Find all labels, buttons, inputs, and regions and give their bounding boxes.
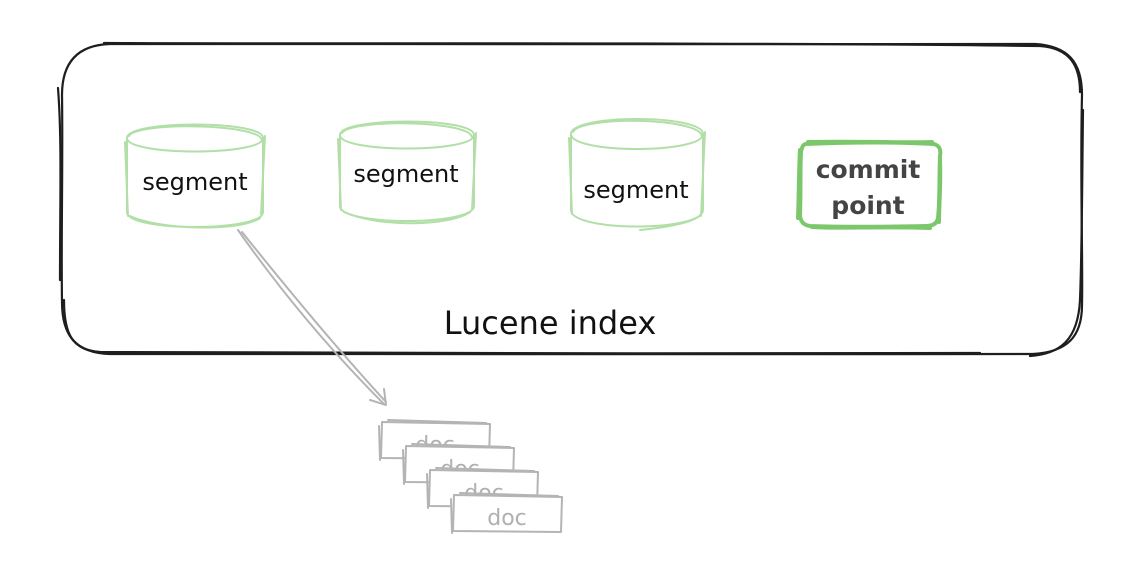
commit-point-line2: point xyxy=(831,191,904,220)
commit-point: commit point xyxy=(796,139,943,230)
segment-to-docs-arrow xyxy=(237,229,387,406)
segment-1: segment xyxy=(124,123,266,229)
segment-1-label: segment xyxy=(142,168,247,196)
doc-4-label: doc xyxy=(487,506,527,531)
doc-4: doc xyxy=(450,492,563,534)
lucene-index-label: Lucene index xyxy=(444,304,657,342)
segment-3-label: segment xyxy=(583,176,688,204)
segment-2: segment xyxy=(337,120,477,225)
segment-2-label: segment xyxy=(353,160,458,188)
commit-point-line1: commit xyxy=(816,155,921,184)
lucene-index-container xyxy=(56,41,1085,358)
segment-3: segment xyxy=(568,118,706,231)
doc-stack: doc doc doc doc xyxy=(378,419,563,534)
